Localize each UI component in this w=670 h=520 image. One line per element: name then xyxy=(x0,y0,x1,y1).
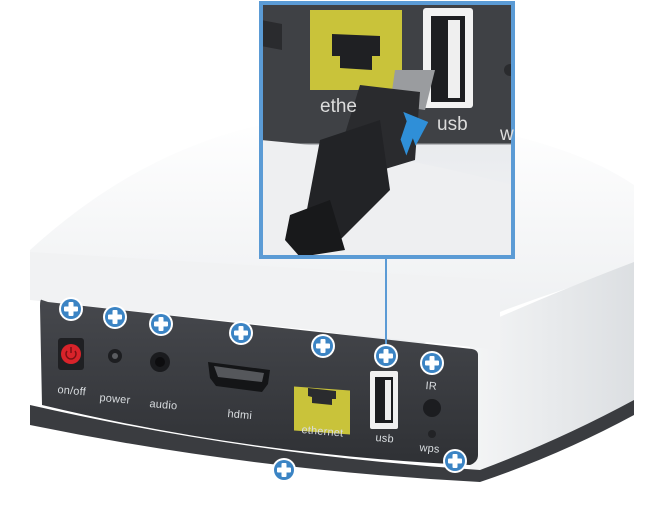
box-front-white xyxy=(30,252,500,350)
zoom-frame xyxy=(259,1,515,259)
ports xyxy=(58,338,441,438)
hotspot-on-off-button[interactable] xyxy=(57,295,85,323)
zoom-usb-label: usb xyxy=(437,114,468,135)
label-power: power xyxy=(98,392,131,407)
zoom-ethernet-label: ethe xyxy=(320,96,357,117)
hotspot-ir-sensor[interactable] xyxy=(418,349,446,377)
label-on-off: on/off xyxy=(56,384,87,399)
plus-circle-icon xyxy=(374,344,398,368)
power-button xyxy=(61,344,81,364)
power-button-glyph xyxy=(65,350,77,360)
hotspot-ethernet-port[interactable] xyxy=(309,332,337,360)
hotspot-hdmi-port[interactable] xyxy=(227,319,255,347)
hotspot-wps-button[interactable] xyxy=(441,447,469,475)
hotspot-device-base[interactable] xyxy=(270,456,298,484)
box-bottom-edge xyxy=(30,400,634,482)
zoom-wps-label: w xyxy=(500,124,514,145)
label-hdmi: hdmi xyxy=(226,408,253,423)
plus-circle-icon xyxy=(229,321,253,345)
wps-button xyxy=(428,430,436,438)
plus-circle-icon xyxy=(443,449,467,473)
plus-circle-icon xyxy=(103,305,127,329)
label-usb: usb xyxy=(374,432,395,446)
plus-circle-icon xyxy=(59,297,83,321)
zoom-inset xyxy=(259,1,515,259)
label-wps: wps xyxy=(418,442,441,456)
plus-circle-icon xyxy=(311,334,335,358)
plus-circle-icon xyxy=(420,351,444,375)
plus-circle-icon xyxy=(149,312,173,336)
label-ir: IR xyxy=(424,380,438,393)
label-audio: audio xyxy=(148,398,178,413)
insert-arrow xyxy=(400,111,429,156)
hotspot-audio-jack[interactable] xyxy=(147,310,175,338)
ir-sensor xyxy=(423,399,441,417)
hotspot-usb-port[interactable] xyxy=(372,342,400,370)
plus-circle-icon xyxy=(272,458,296,482)
box-side-right xyxy=(470,262,634,470)
hotspot-power-jack[interactable] xyxy=(101,303,129,331)
